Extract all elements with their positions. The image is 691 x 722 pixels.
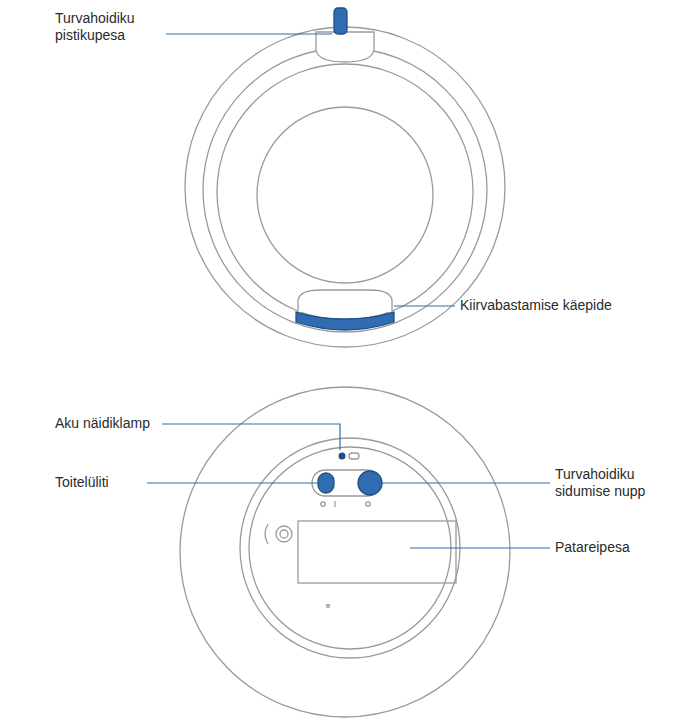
outer-rim xyxy=(180,387,510,717)
part-label: Turvahoidiku pistikupesa xyxy=(55,10,163,44)
leader-line xyxy=(382,482,550,483)
part-label: Kiirvabastamise käepide xyxy=(460,297,680,314)
screw xyxy=(276,526,292,542)
part-label: Patareipesa xyxy=(555,539,680,556)
hole xyxy=(327,605,330,608)
pair-button xyxy=(358,471,382,495)
tether-socket xyxy=(334,8,347,34)
leader-line xyxy=(166,33,332,34)
leader-line xyxy=(147,482,318,483)
leader-line xyxy=(162,424,340,450)
battery-compartment xyxy=(298,521,456,583)
socket-housing xyxy=(316,32,374,62)
part-label: Aku näidiklamp xyxy=(55,415,160,432)
leader-line xyxy=(394,305,455,306)
part-label: Toitelüliti xyxy=(55,474,145,491)
led-mark xyxy=(349,453,359,459)
leader-line xyxy=(410,547,550,548)
outer-rim xyxy=(185,27,505,347)
part-label: Turvahoidiku sidumise nupp xyxy=(555,466,680,500)
quick-release-handle xyxy=(296,312,394,330)
link-symbol xyxy=(366,502,370,506)
screw xyxy=(280,530,288,538)
battery-led xyxy=(339,453,346,460)
top-view xyxy=(185,8,505,347)
on-symbol xyxy=(334,501,335,507)
ring xyxy=(217,64,473,320)
bottom-view xyxy=(180,387,510,717)
off-symbol xyxy=(321,502,325,506)
ring xyxy=(203,48,487,332)
center-disc xyxy=(257,107,433,283)
leader-lines xyxy=(147,34,550,548)
handle-body xyxy=(298,290,392,312)
notch xyxy=(265,524,268,544)
power-switch xyxy=(318,473,334,493)
